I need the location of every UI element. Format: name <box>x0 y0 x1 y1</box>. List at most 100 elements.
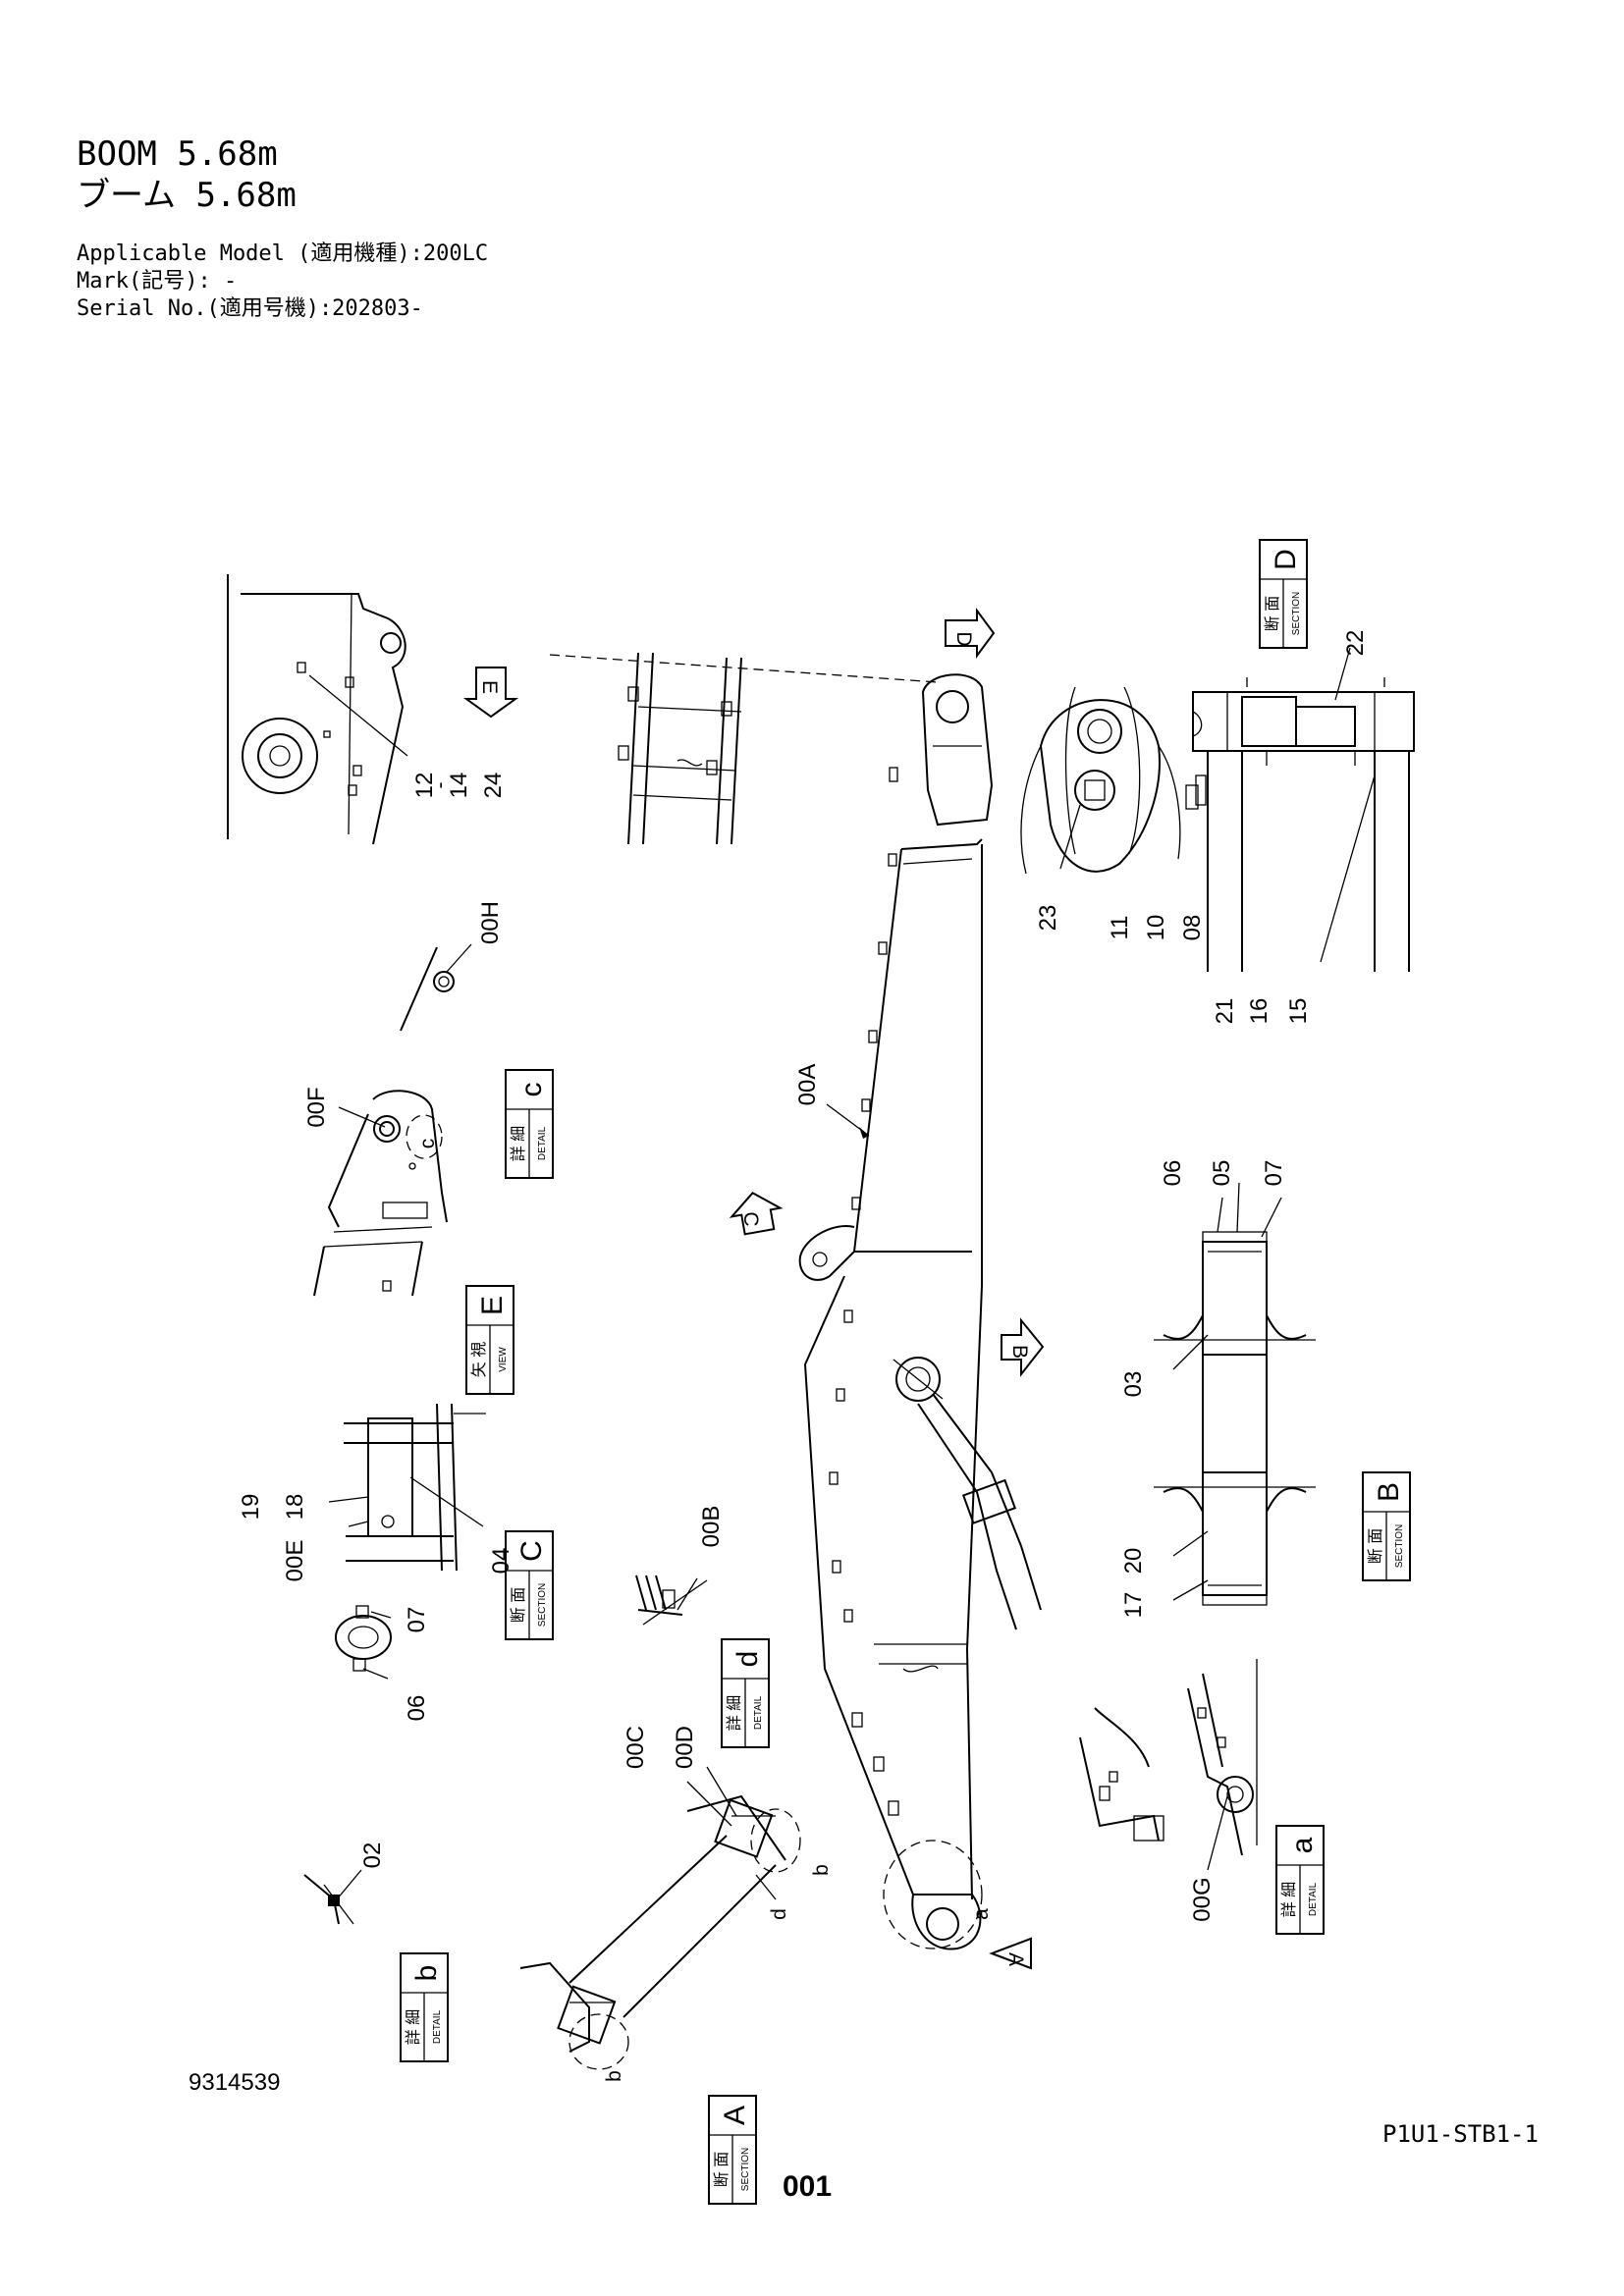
callout-d-small: d <box>768 1908 790 1920</box>
detail-a-view <box>1079 1659 1258 1871</box>
detail-b-view <box>303 1869 362 1925</box>
label-box-section-b: B 断 面 SECTION <box>1362 1471 1411 1581</box>
label-box-detail-c: c 詳 細 DETAIL <box>505 1069 554 1179</box>
callout-00f: 00F <box>303 1087 330 1127</box>
callout-21: 21 <box>1212 998 1238 1025</box>
view-e-upper-detail <box>227 574 408 845</box>
label-box-detail-b: b 詳 細 DETAIL <box>400 1952 449 2062</box>
callout-04: 04 <box>488 1548 514 1575</box>
section-arrow-a: A <box>989 1937 1032 1970</box>
view-e-bracket <box>313 1090 448 1297</box>
callout-07: 07 <box>1261 1160 1287 1187</box>
svg-text:詳 細: 詳 細 <box>510 1126 527 1161</box>
svg-text:C: C <box>739 1211 762 1226</box>
callout-labels: 12 14 24 - 22 23 11 10 08 21 16 15 00H 0… <box>238 630 1369 2082</box>
label-box-section-c: C 断 面 SECTION <box>505 1530 554 1640</box>
callout-05: 05 <box>1209 1160 1235 1187</box>
svg-text:DETAIL: DETAIL <box>537 1126 548 1160</box>
callout-17: 17 <box>1120 1592 1147 1619</box>
label-box-section-d: D 断 面 SECTION <box>1259 539 1308 649</box>
callout-19: 19 <box>238 1494 264 1521</box>
callout-15: 15 <box>1285 998 1312 1025</box>
svg-text:B: B <box>1373 1482 1405 1502</box>
callout-10: 10 <box>1143 915 1169 941</box>
callout-20: 20 <box>1120 1548 1147 1575</box>
svg-text:矢 視: 矢 視 <box>470 1342 488 1377</box>
callout-00h: 00H <box>477 901 504 944</box>
callout-b-small-2: b <box>603 2070 625 2082</box>
callout-11: 11 <box>1107 916 1133 940</box>
svg-text:SECTION: SECTION <box>1291 592 1302 635</box>
callout-08: 08 <box>1179 915 1206 941</box>
svg-text:SECTION: SECTION <box>537 1583 548 1627</box>
callout-a-small: a <box>970 1908 993 1920</box>
page-code: P1U1-STB1-1 <box>1382 2120 1539 2148</box>
callout-23: 23 <box>1035 905 1061 932</box>
label-box-section-a: A 断 面 SECTION <box>708 2095 757 2205</box>
label-box-detail-a: a 詳 細 DETAIL <box>1275 1825 1325 1935</box>
title-en: BOOM 5.68m <box>77 134 278 174</box>
svg-text:D: D <box>952 631 975 646</box>
svg-text:d: d <box>731 1651 764 1668</box>
svg-text:D: D <box>1270 549 1302 570</box>
callout-18: 18 <box>282 1494 308 1521</box>
section-d-detail <box>1185 647 1415 972</box>
callout-02: 02 <box>359 1842 386 1869</box>
svg-text:断 面: 断 面 <box>1264 596 1281 631</box>
callout-b-small: b <box>810 1864 833 1876</box>
callout-14: 14 <box>446 773 472 799</box>
section-arrow-b: B <box>1001 1317 1045 1377</box>
svg-text:SECTION: SECTION <box>1394 1524 1405 1568</box>
svg-text:A: A <box>1004 1952 1027 1966</box>
callout-00b: 00B <box>698 1506 725 1548</box>
svg-text:VIEW: VIEW <box>498 1347 509 1372</box>
callout-06: 06 <box>1160 1160 1186 1187</box>
title-jp: ブーム 5.68m <box>77 176 297 215</box>
label-box-view-e: E 矢 視 VIEW <box>465 1285 514 1395</box>
svg-text:DETAIL: DETAIL <box>753 1695 764 1730</box>
svg-text:断 面: 断 面 <box>510 1587 527 1623</box>
callout-12: 12 <box>411 773 438 799</box>
svg-text:a: a <box>1286 1837 1319 1853</box>
svg-text:-: - <box>429 782 452 789</box>
section-a-detail <box>519 1766 801 2070</box>
callout-07b: 07 <box>404 1607 430 1633</box>
svg-text:詳 細: 詳 細 <box>1280 1882 1298 1917</box>
section-b-detail <box>1154 1182 1316 1606</box>
detail-d-view <box>635 1575 708 1626</box>
callout-00c: 00C <box>623 1726 649 1769</box>
callout-00g: 00G <box>1189 1877 1216 1921</box>
svg-text:E: E <box>478 680 501 694</box>
callout-00d: 00D <box>672 1726 698 1769</box>
svg-text:詳 細: 詳 細 <box>405 2009 422 2045</box>
drawing-number: 9314539 <box>189 2069 281 2096</box>
callout-24: 24 <box>480 773 507 799</box>
page-number: 001 <box>783 2170 833 2203</box>
callout-06b: 06 <box>404 1695 430 1722</box>
svg-text:b: b <box>410 1965 443 1982</box>
svg-text:C: C <box>515 1540 548 1562</box>
pin-collar-detail <box>335 1605 392 1680</box>
view-arrow-e: E <box>462 667 519 719</box>
label-box-detail-d: d 詳 細 DETAIL <box>721 1638 770 1748</box>
applicable-model: Applicable Model (適用機種):200LC <box>77 241 489 266</box>
mark-line: Mark(記号): - <box>77 269 238 294</box>
svg-text:断 面: 断 面 <box>1367 1528 1384 1564</box>
callout-c-small: c <box>416 1139 439 1149</box>
callout-16: 16 <box>1246 998 1272 1025</box>
section-arrow-d: D <box>945 607 996 660</box>
pin-boss-detail <box>1020 686 1181 875</box>
section-arrow-c: C <box>729 1192 784 1236</box>
svg-text:c: c <box>515 1083 548 1097</box>
serial-number: Serial No.(適用号機):202803- <box>77 296 423 321</box>
svg-text:SECTION: SECTION <box>740 2148 751 2191</box>
section-c-detail <box>328 1403 486 1572</box>
callout-03: 03 <box>1120 1371 1147 1398</box>
callout-00a: 00A <box>794 1064 821 1106</box>
boom-main <box>549 654 1042 1950</box>
callout-00e: 00E <box>282 1540 308 1582</box>
svg-text:DETAIL: DETAIL <box>432 2009 443 2044</box>
svg-text:B: B <box>1008 1345 1031 1359</box>
frame-upper-detail <box>618 652 742 845</box>
